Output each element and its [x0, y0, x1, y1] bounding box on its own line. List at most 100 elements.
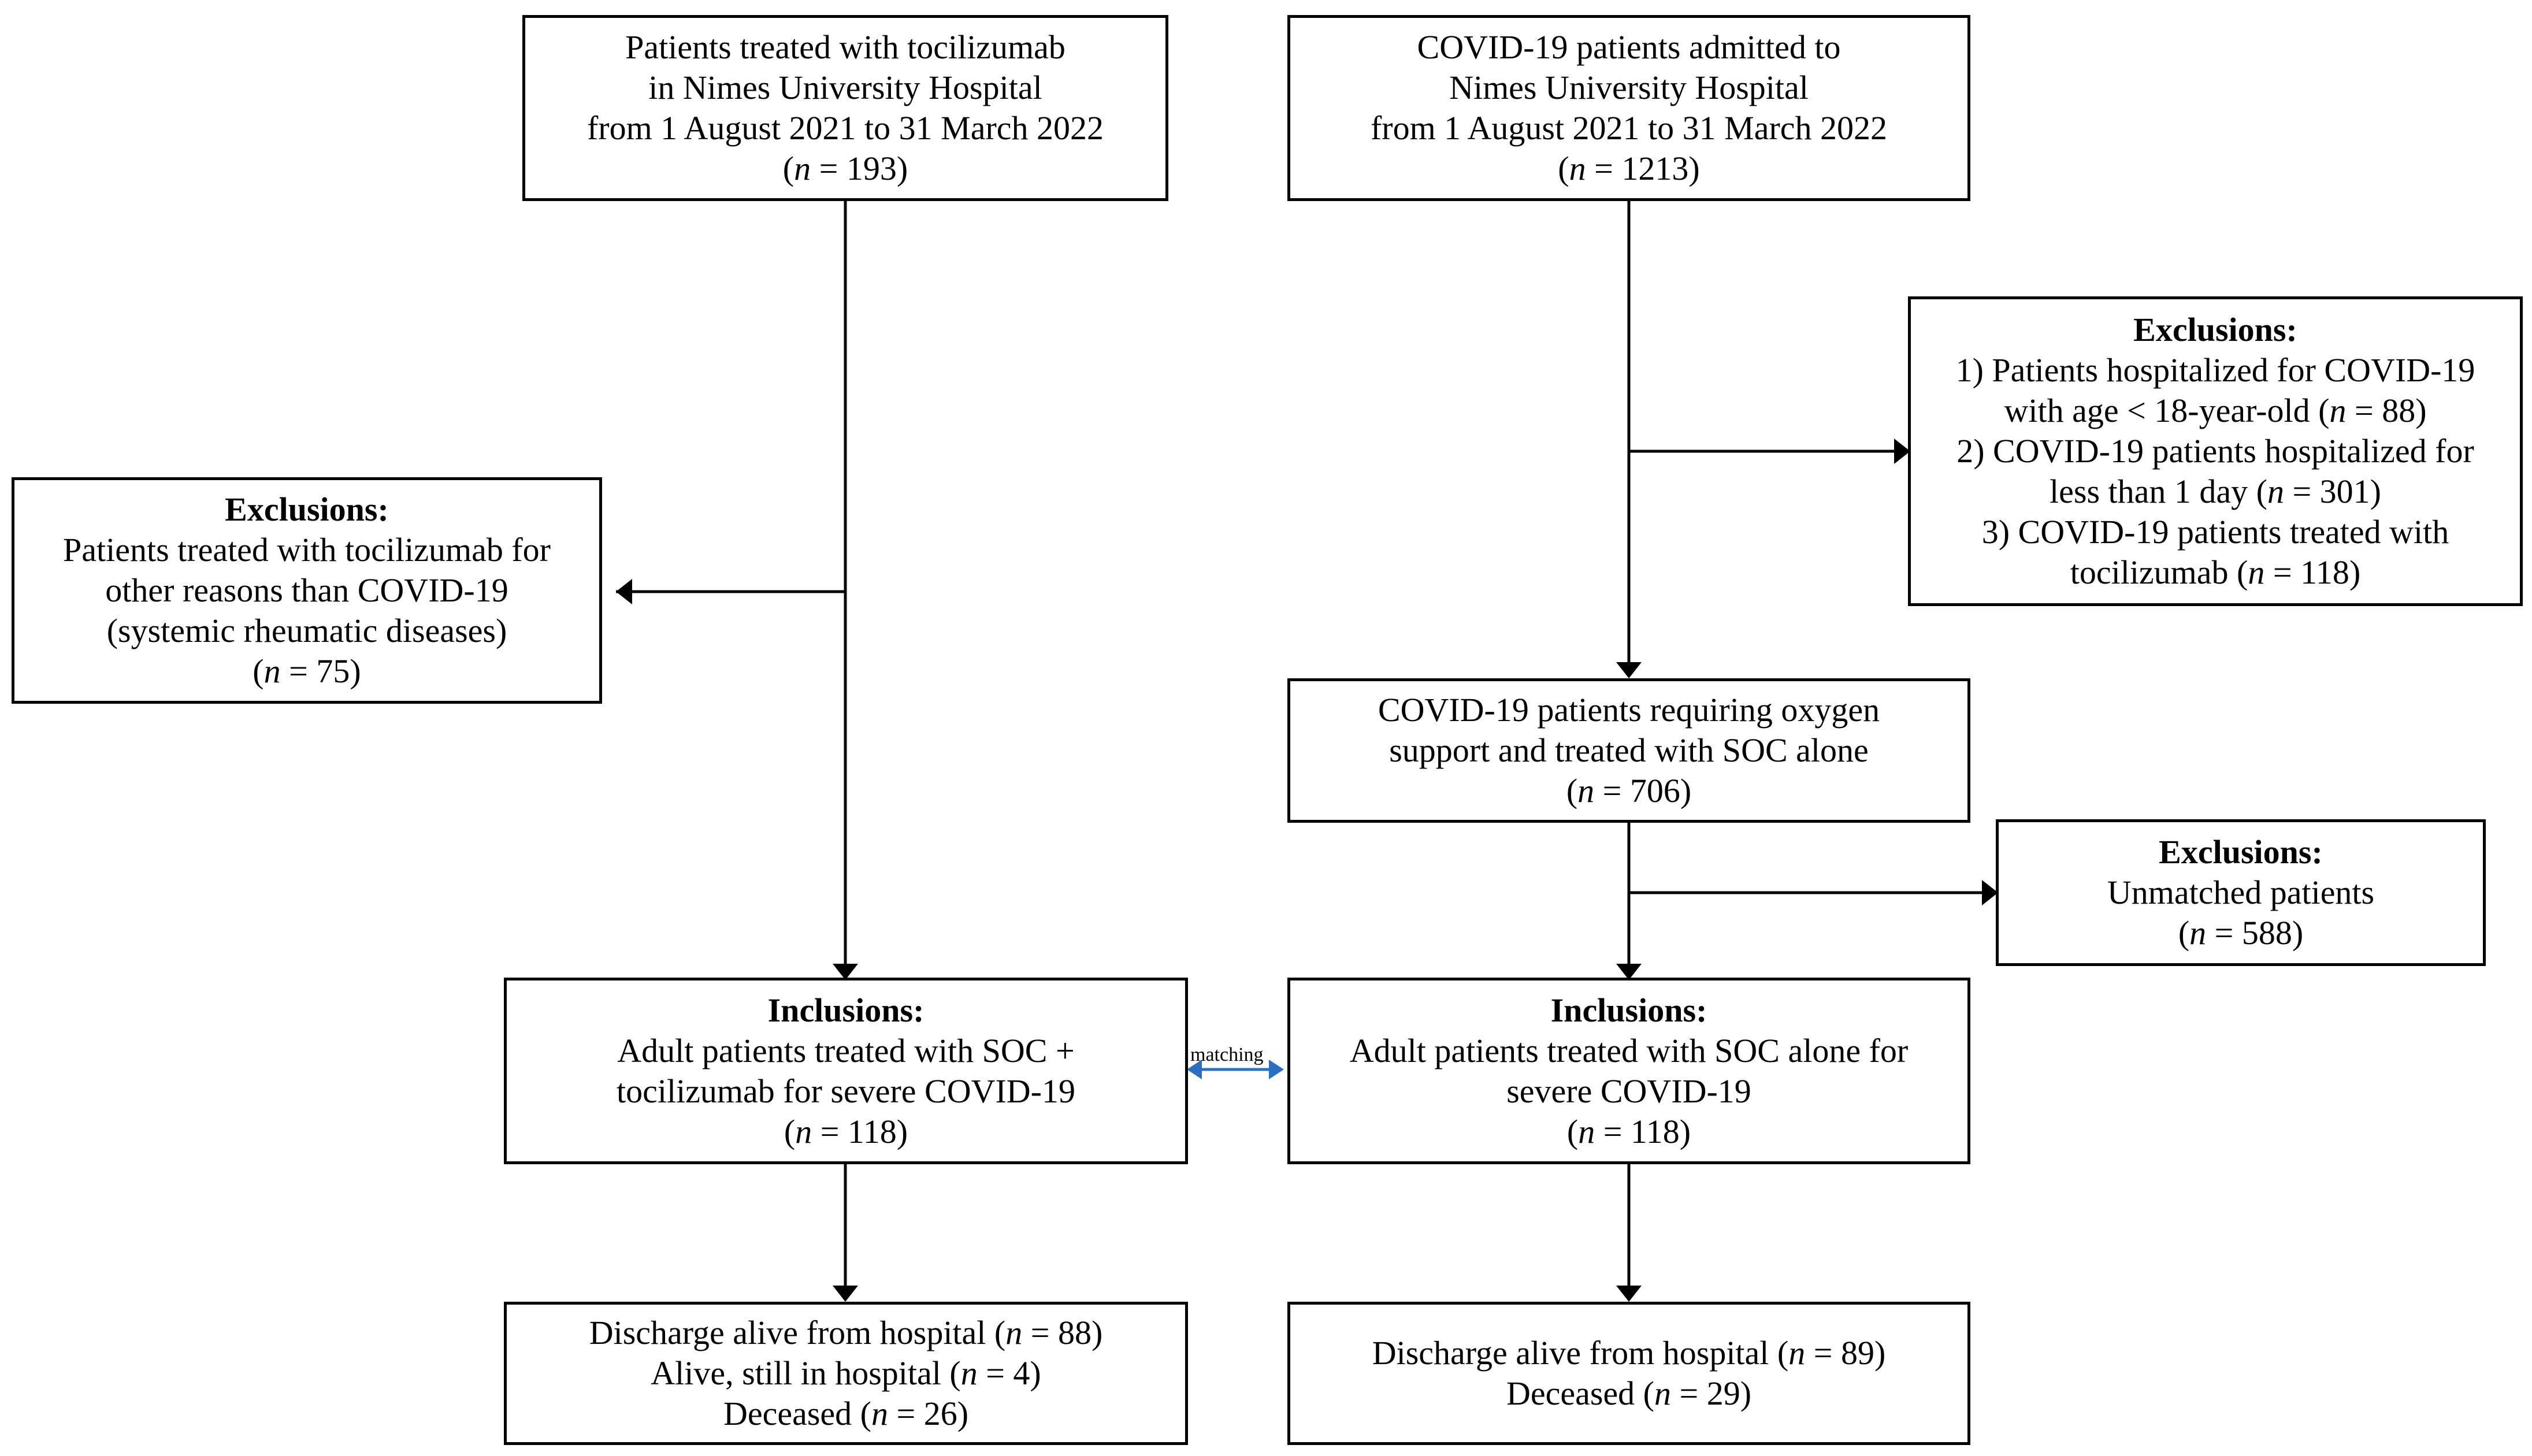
box-line: Adult patients treated with SOC alone fo… [1349, 1031, 1909, 1069]
n-equals: = [2206, 914, 2242, 952]
n-equals: = [1670, 1375, 1707, 1412]
n-equals: = [1595, 1112, 1631, 1150]
n-value: 118 [1630, 1112, 1680, 1150]
box-line: Discharge alive from hospital ( [589, 1314, 1006, 1351]
box-exclusion-unmatched: Exclusions: Unmatched patients (n = 588) [1996, 819, 2486, 966]
n-value: 88 [1057, 1314, 1091, 1351]
n-equals: = [977, 1354, 1013, 1392]
n-symbol: n [1788, 1334, 1806, 1372]
box-line: other reasons than COVID-19 [105, 571, 508, 609]
n-equals: = [811, 150, 847, 187]
n-symbol: n [2248, 554, 2265, 591]
n-symbol: n [795, 1112, 812, 1150]
box-line: support and treated with SOC alone [1389, 731, 1869, 769]
box-line: tocilizumab ( [2070, 554, 2248, 591]
n-value: 706 [1629, 772, 1680, 809]
outcome-line: Alive, still in hospital (n = 4) [651, 1353, 1041, 1394]
n-value: 1213 [1621, 150, 1689, 187]
n-symbol: n [871, 1395, 888, 1432]
n-equals: = [888, 1395, 924, 1432]
n-equals: = [1022, 1314, 1058, 1351]
n-count: (n = 118) [784, 1112, 908, 1150]
n-symbol: n [1569, 150, 1586, 187]
arrowhead-outcome-left [833, 1286, 858, 1302]
n-equals: = [280, 652, 317, 690]
n-count: tocilizumab (n = 118) [2070, 552, 2361, 593]
n-symbol: n [2329, 392, 2347, 429]
arrowhead-oxygen-to-inclusion [1616, 964, 1642, 980]
box-line: 2) COVID-19 patients hospitalized for [1956, 432, 2474, 470]
box-line: COVID-19 patients requiring oxygen [1378, 691, 1880, 729]
n-symbol: n [960, 1354, 978, 1392]
box-line: Nimes University Hospital [1449, 69, 1809, 106]
n-count: (n = 1213) [1558, 150, 1700, 187]
box-line: Discharge alive from hospital ( [1372, 1334, 1789, 1372]
box-tocilizumab-treated: Patients treated with tocilizumab in Nim… [522, 15, 1168, 201]
box-oxygen-soc: COVID-19 patients requiring oxygen suppo… [1287, 678, 1970, 823]
box-line: Deceased ( [723, 1395, 871, 1432]
box-line: 3) COVID-19 patients treated with [1981, 513, 2449, 551]
box-line: 1) Patients hospitalized for COVID-19 [1955, 351, 2475, 389]
n-count: (n = 706) [1566, 772, 1692, 809]
box-line: severe COVID-19 [1506, 1072, 1751, 1110]
n-value: 118 [847, 1112, 897, 1150]
box-line: from 1 August 2021 to 31 March 2022 [586, 109, 1104, 147]
box-line: Patients treated with tocilizumab [625, 28, 1065, 66]
n-symbol: n [1577, 772, 1595, 809]
box-line: (systemic rheumatic diseases) [106, 612, 507, 649]
n-equals: = [1594, 772, 1630, 809]
box-heading: Inclusions: [767, 991, 925, 1029]
n-count: (n = 75) [253, 652, 361, 690]
n-value: 26 [923, 1395, 957, 1432]
n-equals: = [2346, 392, 2382, 429]
n-symbol: n [794, 150, 811, 187]
outcome-line: Deceased (n = 29) [1506, 1373, 1751, 1414]
n-value: 89 [1840, 1334, 1874, 1372]
outcome-line: Deceased (n = 26) [723, 1394, 968, 1434]
n-value: 29 [1706, 1375, 1740, 1412]
box-line: Adult patients treated with SOC + [617, 1031, 1075, 1069]
box-line: Deceased ( [1506, 1375, 1654, 1412]
n-symbol: n [2267, 473, 2284, 510]
arrowhead-exclusion-right [1894, 439, 1910, 464]
box-line: with age < 18-year-old ( [2004, 392, 2330, 429]
n-count: less than 1 day (n = 301) [2050, 471, 2381, 512]
box-exclusion-other-reasons: Exclusions: Patients treated with tocili… [12, 477, 602, 704]
box-heading: Exclusions: [2133, 311, 2297, 348]
paren: ) [957, 1395, 969, 1432]
box-heading: Exclusions: [2159, 833, 2323, 871]
n-equals: = [2284, 473, 2320, 510]
paren: ) [1030, 1354, 1041, 1392]
box-heading: Exclusions: [225, 491, 389, 528]
box-line: Unmatched patients [2107, 874, 2375, 911]
outcome-line: Discharge alive from hospital (n = 89) [1372, 1333, 1886, 1373]
box-covid-admitted: COVID-19 patients admitted to Nimes Univ… [1287, 15, 1970, 201]
arrowhead-toci-to-inclusion [833, 964, 858, 980]
box-inclusion-tocilizumab: Inclusions: Adult patients treated with … [504, 978, 1188, 1164]
box-line: less than 1 day ( [2050, 473, 2267, 510]
box-outcome-soc-alone: Discharge alive from hospital (n = 89) D… [1287, 1302, 1970, 1445]
n-value: 301 [2319, 473, 2370, 510]
n-value: 118 [2300, 554, 2349, 591]
n-value: 588 [2241, 914, 2292, 952]
n-value: 4 [1013, 1354, 1030, 1392]
arrowhead-exclusion-unmatched [1982, 880, 1998, 905]
n-value: 193 [846, 150, 897, 187]
arrowhead-outcome-right [1616, 1286, 1642, 1302]
n-value: 88 [2382, 392, 2416, 429]
box-line: Alive, still in hospital ( [651, 1354, 961, 1392]
n-symbol: n [2189, 914, 2207, 952]
n-count: with age < 18-year-old (n = 88) [2004, 391, 2426, 431]
box-line: Patients treated with tocilizumab for [63, 531, 551, 569]
box-inclusion-soc-alone: Inclusions: Adult patients treated with … [1287, 978, 1970, 1164]
n-count: (n = 193) [782, 150, 908, 187]
box-exclusion-criteria: Exclusions: 1) Patients hospitalized for… [1908, 296, 2523, 606]
box-line: from 1 August 2021 to 31 March 2022 [1370, 109, 1888, 147]
matching-arrowhead-right [1269, 1060, 1284, 1079]
box-heading: Inclusions: [1550, 991, 1707, 1029]
n-symbol: n [263, 652, 281, 690]
box-outcome-tocilizumab: Discharge alive from hospital (n = 88) A… [504, 1302, 1188, 1445]
paren: ) [1740, 1375, 1752, 1412]
